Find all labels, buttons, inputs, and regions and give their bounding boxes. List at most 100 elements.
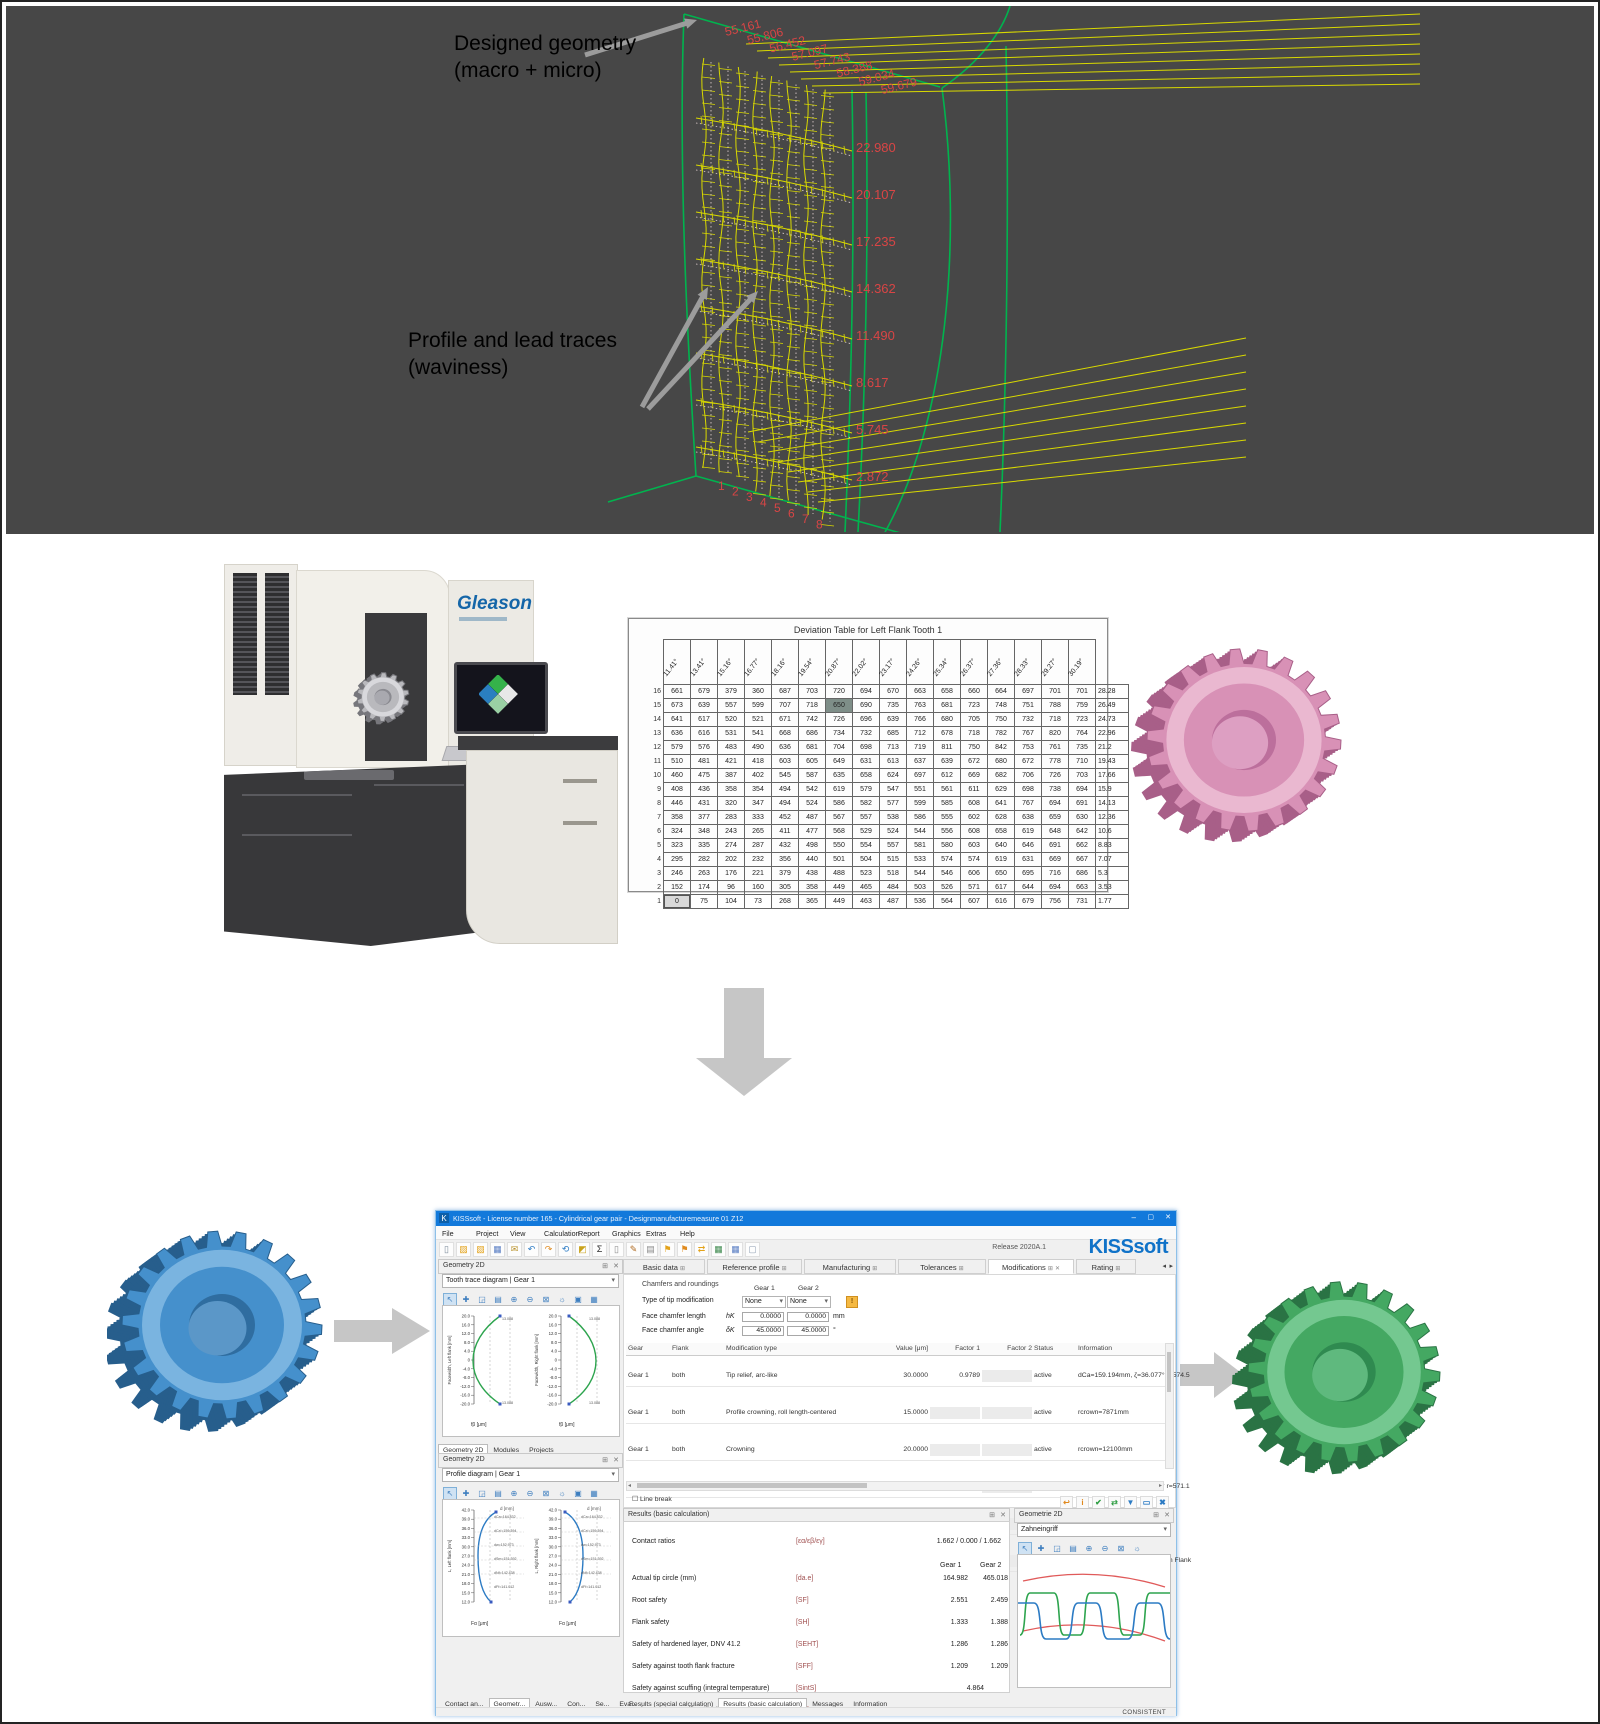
save-image-icon[interactable]: ▦ — [590, 1489, 598, 1498]
deviation-cell[interactable]: 287 — [744, 838, 772, 853]
deviation-cell[interactable]: 670 — [879, 684, 907, 699]
deviation-cell[interactable]: 726 — [1041, 768, 1069, 783]
tab-modifications[interactable]: Modifications ⊞ ✕ — [988, 1259, 1074, 1274]
deviation-cell[interactable]: 698 — [852, 740, 880, 755]
deviation-cell[interactable]: 460 — [663, 768, 691, 783]
deviation-cell[interactable]: 536 — [906, 894, 934, 909]
deviation-cell[interactable]: 574 — [960, 852, 988, 867]
menu-help[interactable]: Help — [680, 1229, 695, 1238]
deviation-cell[interactable]: 639 — [690, 698, 718, 713]
deviation-cell[interactable]: 687 — [771, 684, 799, 699]
deviation-cell[interactable]: 526 — [933, 880, 961, 895]
pin-icon[interactable]: ⊞ — [602, 1263, 608, 1270]
deviation-cell[interactable]: 703 — [798, 684, 826, 699]
edit-icon[interactable]: ✎ — [626, 1242, 641, 1257]
deviation-cell[interactable]: 556 — [933, 824, 961, 839]
deviation-cell[interactable]: 494 — [771, 796, 799, 811]
project-icon[interactable]: ◩ — [575, 1242, 590, 1257]
deviation-cell[interactable]: 713 — [879, 740, 907, 755]
deviation-cell[interactable]: 750 — [987, 712, 1015, 727]
deviation-cell[interactable]: 820 — [1041, 726, 1069, 741]
deviation-cell[interactable]: 706 — [1014, 768, 1042, 783]
deviation-cell[interactable]: 324 — [663, 824, 691, 839]
deviation-cell[interactable]: 669 — [960, 768, 988, 783]
deviation-cell[interactable]: 696 — [852, 712, 880, 727]
bottom-tab-resultsspecialcalculation[interactable]: Results (special calculation) — [629, 1701, 714, 1708]
deviation-cell[interactable]: 644 — [1014, 880, 1042, 895]
scroll-right-icon[interactable]: ▸ — [1158, 1483, 1162, 1489]
deviation-cell[interactable]: 358 — [717, 782, 745, 797]
deviation-cell[interactable]: 619 — [987, 852, 1015, 867]
deviation-cell[interactable]: 323 — [663, 838, 691, 853]
deviation-cell[interactable]: 603 — [960, 838, 988, 853]
close-icon[interactable]: ✕ — [1165, 1214, 1171, 1221]
deviation-cell[interactable]: 545 — [771, 768, 799, 783]
deviation-cell[interactable]: 842 — [987, 740, 1015, 755]
deviation-cell[interactable]: 624 — [879, 768, 907, 783]
deviation-cell[interactable]: 698 — [1014, 782, 1042, 797]
zoom-fit-icon[interactable]: ⊠ — [542, 1295, 550, 1304]
deviation-cell[interactable]: 551 — [906, 782, 934, 797]
deviation-cell[interactable]: 518 — [879, 866, 907, 881]
bottom-tab-information[interactable]: Information — [853, 1701, 888, 1708]
select-cursor-icon[interactable]: ↖ — [443, 1293, 457, 1307]
deviation-cell[interactable]: 408 — [663, 782, 691, 797]
zoom-select-icon[interactable]: ◲ — [478, 1489, 486, 1498]
deviation-cell[interactable]: 449 — [825, 894, 853, 909]
deviation-cell[interactable]: 630 — [1068, 810, 1096, 825]
redo-icon[interactable]: ↷ — [541, 1242, 556, 1257]
deviation-cell[interactable]: 735 — [879, 698, 907, 713]
tab-basic-data[interactable]: Basic data ⊞ — [623, 1259, 705, 1274]
zoom-select-icon[interactable]: ◲ — [478, 1295, 486, 1304]
mesh-view-dropdown[interactable]: Zahneingriff ▾ — [1017, 1523, 1171, 1537]
swap-icon[interactable]: ⇄ — [694, 1242, 709, 1257]
deviation-cell[interactable]: 811 — [933, 740, 961, 755]
deviation-cell[interactable]: 587 — [798, 768, 826, 783]
refresh-icon[interactable]: ⟲ — [558, 1242, 573, 1257]
table-icon[interactable]: ▦ — [711, 1242, 726, 1257]
minimize-panel-icon[interactable]: ▭ — [1140, 1496, 1153, 1509]
deviation-cell[interactable]: 697 — [1014, 684, 1042, 699]
menu-file[interactable]: File — [442, 1229, 454, 1238]
deviation-cell[interactable]: 498 — [798, 838, 826, 853]
vertical-scrollbar[interactable] — [1165, 1343, 1174, 1469]
deviation-cell[interactable]: 613 — [879, 754, 907, 769]
deviation-cell[interactable]: 174 — [690, 880, 718, 895]
bottom-tab-se[interactable]: Se... — [595, 1701, 610, 1708]
zoom-select-icon[interactable]: ◲ — [1053, 1544, 1061, 1553]
deviation-cell[interactable]: 628 — [987, 810, 1015, 825]
deviation-cell[interactable]: 611 — [960, 782, 988, 797]
deviation-cell[interactable]: 438 — [798, 866, 826, 881]
deviation-cell[interactable]: 763 — [906, 698, 934, 713]
deviation-cell[interactable]: 719 — [906, 740, 934, 755]
deviation-cell[interactable]: 546 — [933, 866, 961, 881]
deviation-cell[interactable]: 475 — [690, 768, 718, 783]
deviation-cell[interactable]: 305 — [771, 880, 799, 895]
deviation-cell[interactable]: 554 — [852, 838, 880, 853]
deviation-cell[interactable]: 619 — [825, 782, 853, 797]
deviation-cell[interactable]: 436 — [690, 782, 718, 797]
deviation-cell[interactable]: 662 — [1068, 838, 1096, 853]
deviation-cell[interactable]: 494 — [771, 782, 799, 797]
mail-icon[interactable]: ✉ — [507, 1242, 522, 1257]
deviation-cell[interactable]: 283 — [717, 810, 745, 825]
tab-tolerances[interactable]: Tolerances ⊞ — [898, 1259, 986, 1274]
undo-icon[interactable]: ↶ — [524, 1242, 539, 1257]
deviation-cell[interactable]: 599 — [744, 698, 772, 713]
deviation-cell[interactable]: 501 — [825, 852, 853, 867]
measure-icon[interactable]: ▤ — [1069, 1544, 1077, 1553]
deviation-cell[interactable]: 377 — [690, 810, 718, 825]
deviation-cell[interactable]: 232 — [744, 852, 772, 867]
menu-calculation[interactable]: Calculation — [544, 1229, 580, 1238]
save-image-icon[interactable]: ▦ — [590, 1295, 598, 1304]
deviation-cell[interactable]: 616 — [987, 894, 1015, 909]
deviation-cell[interactable]: 411 — [771, 824, 799, 839]
deviation-cell[interactable]: 639 — [879, 712, 907, 727]
deviation-cell[interactable]: 681 — [798, 740, 826, 755]
deviation-cell[interactable]: 449 — [825, 880, 853, 895]
deviation-cell[interactable]: 764 — [1068, 726, 1096, 741]
deviation-cell[interactable]: 356 — [771, 852, 799, 867]
deviation-cell[interactable]: 555 — [933, 810, 961, 825]
deviation-cell[interactable]: 695 — [1014, 866, 1042, 881]
